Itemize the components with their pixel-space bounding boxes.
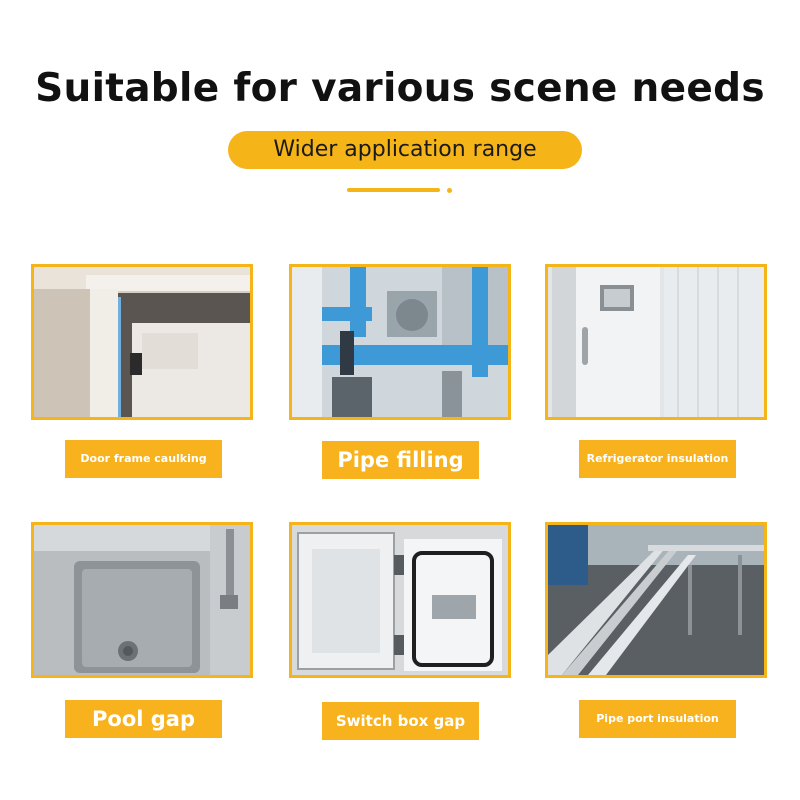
caption-pipe-filling: Pipe filling <box>322 441 479 479</box>
scene-image-switch-box <box>289 522 511 678</box>
decorative-dot <box>447 188 452 193</box>
door-frame-illustration <box>34 267 250 417</box>
scene-image-pipes <box>289 264 511 420</box>
caption-pipe-port: Pipe port insulation <box>579 700 736 738</box>
scene-image-sink <box>31 522 253 678</box>
scene-image-door-frame <box>31 264 253 420</box>
subtitle-text: Wider application range <box>273 137 537 162</box>
subtitle-pill: Wider application range <box>228 131 582 169</box>
blue-pipes-illustration <box>292 267 508 417</box>
rooftop-pipes-illustration <box>548 525 764 675</box>
caption-switch-box: Switch box gap <box>322 702 479 740</box>
steel-sink-illustration <box>34 525 250 675</box>
caption-refrigerator: Refrigerator insulation <box>579 440 736 478</box>
cold-room-door-illustration <box>548 267 764 417</box>
headline: Suitable for various scene needs <box>35 66 765 111</box>
decorative-underline <box>347 188 440 192</box>
scene-image-cold-room <box>545 264 767 420</box>
scene-image-rooftop-pipes <box>545 522 767 678</box>
switch-box-illustration <box>292 525 508 675</box>
caption-pool-gap: Pool gap <box>65 700 222 738</box>
caption-door-frame: Door frame caulking <box>65 440 222 478</box>
